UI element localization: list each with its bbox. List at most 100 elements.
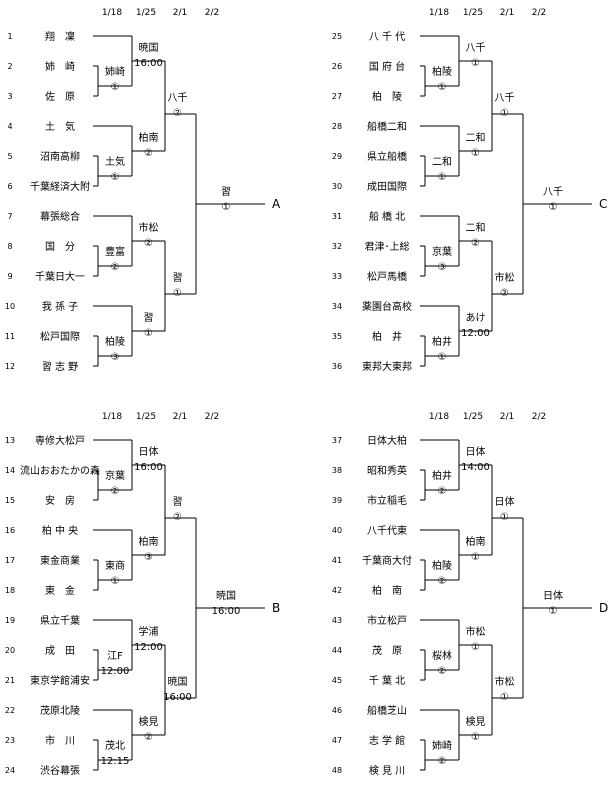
team-name: 流山おおたかの森 — [20, 464, 100, 477]
r1-winner-result: ③ — [438, 262, 447, 273]
date-header: 1/18 — [102, 8, 122, 18]
team-seed-number: 18 — [5, 586, 15, 595]
team-seed-number: 20 — [5, 646, 15, 655]
r2-winner-label: 柏南 — [139, 131, 159, 144]
r1-winner-result: ① — [438, 352, 447, 363]
r2-winner-result: ② — [144, 732, 153, 743]
block-winner-label: 習 — [221, 186, 231, 198]
team-name: 翔 凜 — [45, 30, 75, 43]
team-seed-number: 45 — [332, 676, 342, 685]
r2-winner-result: 12:00 — [134, 642, 163, 653]
team-seed-number: 43 — [332, 616, 342, 625]
r3-winner-result: ② — [173, 108, 182, 119]
date-header: 2/1 — [173, 412, 187, 422]
team-name: 東京学館浦安 — [30, 674, 90, 687]
team-name: 県立千葉 — [40, 614, 80, 627]
r1-winner-result: ① — [438, 172, 447, 183]
team-seed-number: 15 — [5, 496, 15, 505]
team-seed-number: 25 — [332, 32, 342, 41]
team-seed-number: 46 — [332, 706, 342, 715]
r2-winner-label: 検見 — [139, 715, 159, 728]
team-seed-number: 22 — [5, 706, 15, 715]
team-name: 専修大松戸 — [35, 434, 85, 447]
r3-winner-result: ① — [500, 108, 509, 119]
r3-winner-result: ① — [500, 692, 509, 703]
r1-winner-result: 12:15 — [101, 756, 130, 767]
r1-winner-label: 柏陵 — [432, 65, 452, 78]
r2-winner-label: 日体 — [139, 446, 159, 458]
r3-winner-result: ② — [500, 288, 509, 299]
date-header: 1/25 — [463, 8, 483, 18]
block-winner-result: ① — [222, 202, 231, 213]
team-name: 東邦大東邦 — [362, 360, 412, 373]
team-name: 渋谷幕張 — [40, 764, 80, 777]
date-header: 2/1 — [173, 8, 187, 18]
team-seed-number: 19 — [5, 616, 15, 625]
date-header: 2/2 — [205, 412, 219, 422]
team-seed-number: 27 — [332, 92, 342, 101]
r1-winner-result: ② — [438, 576, 447, 587]
team-seed-number: 36 — [332, 362, 342, 371]
team-seed-number: 12 — [5, 362, 15, 371]
block-winner-label: 暁国 — [216, 590, 236, 602]
team-name: 松戸国際 — [40, 330, 80, 343]
team-seed-number: 38 — [332, 466, 342, 475]
team-name: 我 孫 子 — [42, 301, 78, 313]
r1-winner-result: ① — [438, 82, 447, 93]
block-winner-label: 八千 — [543, 186, 563, 198]
r1-winner-result: ② — [111, 486, 120, 497]
r2-winner-result: ① — [471, 642, 480, 653]
r2-winner-label: 日体 — [466, 446, 486, 458]
r2-winner-label: 検見 — [466, 715, 486, 728]
team-name: 佐 原 — [45, 91, 75, 103]
r3-winner-label: 八千 — [495, 92, 515, 104]
team-seed-number: 33 — [332, 272, 342, 281]
team-name: 船橋芝山 — [367, 704, 407, 717]
team-seed-number: 48 — [332, 766, 342, 775]
r1-winner-label: 柏陵 — [432, 559, 452, 572]
r1-winner-result: 12:00 — [101, 666, 130, 677]
team-name: 国 府 台 — [369, 60, 405, 73]
team-name: 姉 崎 — [45, 60, 75, 73]
team-name: 船橋二和 — [367, 120, 407, 133]
team-seed-number: 26 — [332, 62, 342, 71]
r3-winner-label: 習 — [173, 496, 183, 508]
team-seed-number: 3 — [7, 92, 12, 101]
r3-winner-label: 暁国 — [168, 676, 188, 688]
team-seed-number: 31 — [332, 212, 342, 221]
team-seed-number: 2 — [7, 62, 12, 71]
r1-winner-label: 京葉 — [432, 245, 452, 258]
r1-winner-result: ① — [111, 82, 120, 93]
team-seed-number: 47 — [332, 736, 342, 745]
team-seed-number: 40 — [332, 526, 342, 535]
team-name: 志 学 館 — [369, 734, 405, 747]
date-header: 1/25 — [463, 412, 483, 422]
team-seed-number: 28 — [332, 122, 342, 131]
r1-winner-label: 柏陵 — [105, 335, 125, 348]
r2-winner-result: ① — [471, 552, 480, 563]
team-seed-number: 9 — [7, 272, 12, 281]
r2-winner-label: 柏南 — [139, 535, 159, 548]
team-seed-number: 34 — [332, 302, 342, 311]
team-name: 国 分 — [45, 241, 75, 253]
r1-winner-result: ① — [111, 172, 120, 183]
team-name: 松戸馬橋 — [367, 270, 407, 283]
team-seed-number: 39 — [332, 496, 342, 505]
team-name: 市立稲毛 — [367, 494, 407, 507]
team-name: 千葉商大付 — [362, 554, 412, 567]
team-seed-number: 17 — [5, 556, 15, 565]
block-letter: C — [599, 197, 607, 211]
team-name: 柏 中 央 — [42, 524, 78, 537]
team-name: 茂原北陵 — [40, 704, 80, 717]
block-letter: D — [599, 601, 608, 615]
team-seed-number: 13 — [5, 436, 15, 445]
r2-winner-label: 市松 — [466, 625, 486, 638]
team-seed-number: 8 — [7, 242, 12, 251]
block-winner-result: ① — [549, 606, 558, 617]
r2-winner-result: ② — [144, 148, 153, 159]
team-seed-number: 4 — [7, 122, 12, 131]
r3-winner-result: ② — [173, 512, 182, 523]
team-name: 千葉経済大附 — [30, 180, 90, 193]
